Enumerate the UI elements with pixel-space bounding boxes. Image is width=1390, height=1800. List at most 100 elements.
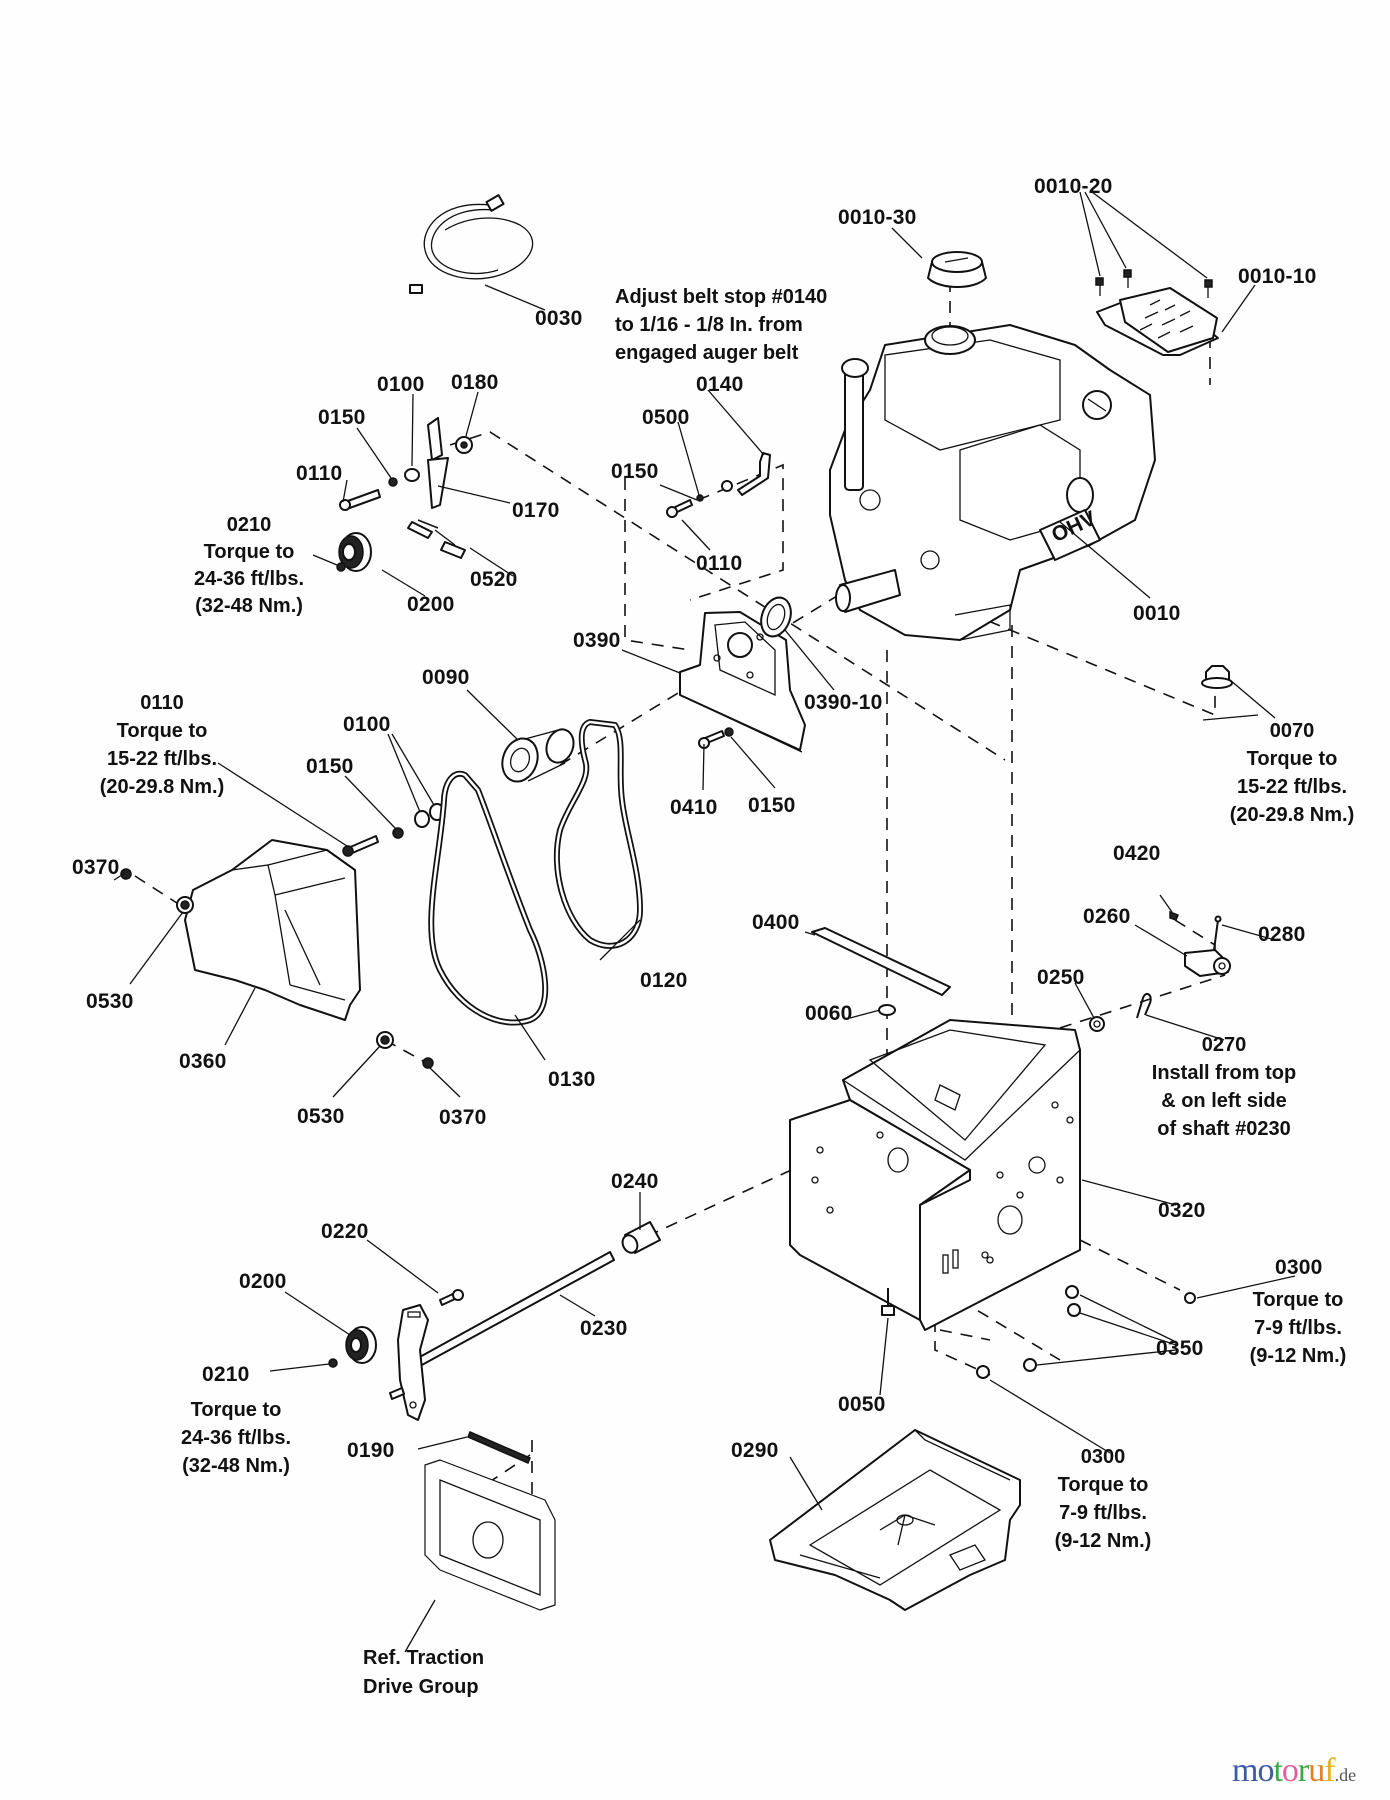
note-0070-torque: 0070 Torque to 15-22 ft/lbs. (20-29.8 Nm… — [1230, 720, 1355, 826]
part-0140-belt-stop[interactable] — [666, 452, 771, 518]
callout-0150: 0150 — [318, 406, 366, 429]
part-0280-pin[interactable] — [1213, 915, 1222, 951]
part-0260-collar[interactable] — [1184, 949, 1231, 977]
note-0210-torque-bottom: Torque to 24-36 ft/lbs. (32-48 Nm.) — [181, 1399, 291, 1477]
callout-0180: 0180 — [451, 371, 499, 394]
note-line: Install from top — [1152, 1062, 1296, 1084]
note-line: Torque to — [1253, 1289, 1344, 1311]
ref-traction-drive-plate — [424, 1459, 556, 1611]
idler-bracket-assembly-top[interactable] — [336, 417, 473, 572]
callout-0010: 0010 — [1133, 602, 1181, 625]
callout-0090: 0090 — [422, 666, 470, 689]
callout-0400: 0400 — [752, 911, 800, 934]
part-0130-belt[interactable] — [428, 770, 549, 1026]
note-line: 0300 — [1081, 1446, 1126, 1468]
callout-0290: 0290 — [731, 1439, 779, 1462]
note-line: to 1/16 - 1/8 In. from — [615, 314, 803, 336]
note-line: 7-9 ft/lbs. — [1254, 1317, 1342, 1339]
part-0360-belt-cover[interactable] — [184, 839, 361, 1021]
note-line: 0210 — [227, 514, 272, 536]
callout-0110: 0110 — [696, 552, 742, 575]
part-0050-bolt[interactable] — [881, 1288, 895, 1316]
note-line: 24-36 ft/lbs. — [181, 1427, 291, 1449]
note-line: (20-29.8 Nm.) — [1230, 804, 1355, 826]
idler-bracket-assembly-bottom[interactable] — [328, 1289, 531, 1464]
note-line: Torque to — [191, 1399, 282, 1421]
callout-0130: 0130 — [548, 1068, 596, 1091]
part-0400-strip[interactable] — [811, 927, 951, 996]
callout-0320: 0320 — [1158, 1199, 1206, 1222]
callout-0390-10: 0390-10 — [804, 691, 882, 714]
note-line: 0110 — [140, 692, 183, 714]
part-0240-spacer[interactable] — [620, 1221, 661, 1255]
callout-0100: 0100 — [377, 373, 425, 396]
part-0390-10-bearing[interactable] — [756, 593, 796, 640]
part-0230-shaft[interactable] — [417, 1251, 615, 1367]
note-line: (32-48 Nm.) — [182, 1455, 290, 1477]
note-line: 15-22 ft/lbs. — [107, 748, 217, 770]
logo-letter: o — [1281, 1752, 1299, 1789]
note-line: Ref. Traction — [363, 1647, 484, 1669]
callout-0280: 0280 — [1258, 923, 1306, 946]
callout-0210: 0210 — [202, 1363, 250, 1386]
part-0350-screws[interactable] — [1023, 1285, 1081, 1372]
logo-letter: t — [1273, 1752, 1283, 1789]
callout-0170: 0170 — [512, 499, 560, 522]
part-0370-0530-fasteners[interactable] — [120, 868, 434, 1069]
part-0390-belt-guard[interactable] — [679, 611, 806, 753]
note-line: Drive Group — [363, 1676, 479, 1698]
callout-0120: 0120 — [640, 969, 688, 992]
callout-0220: 0220 — [321, 1220, 369, 1243]
part-0010-10-guard-plate[interactable] — [1096, 287, 1219, 356]
callout-0500: 0500 — [642, 406, 690, 429]
note-line: Adjust belt stop #0140 — [615, 286, 827, 308]
part-0060-washer[interactable] — [878, 1004, 896, 1016]
part-0290-bottom-plate[interactable] — [769, 1429, 1021, 1611]
note-line: (20-29.8 Nm.) — [100, 776, 225, 798]
part-0270-hairpin[interactable] — [1136, 992, 1152, 1019]
note-line: (9-12 Nm.) — [1055, 1530, 1152, 1552]
part-0010-engine[interactable]: OHV — [829, 324, 1156, 641]
callout-0150: 0150 — [748, 794, 796, 817]
note-0300-torque-bottom: 0300 Torque to 7-9 ft/lbs. (9-12 Nm.) — [1055, 1446, 1152, 1552]
note-belt-stop-adjust: Adjust belt stop #0140 to 1/16 - 1/8 In.… — [615, 286, 827, 364]
part-0030-cable[interactable] — [409, 194, 534, 294]
part-0250-washer[interactable] — [1089, 1016, 1105, 1032]
logo-letter: u — [1308, 1752, 1325, 1789]
part-0090-pulley[interactable] — [497, 726, 579, 787]
callout-0140: 0140 — [696, 373, 744, 396]
part-0010-20-screws[interactable] — [1095, 269, 1213, 298]
callout-0060: 0060 — [805, 1002, 853, 1025]
note-line: 15-22 ft/lbs. — [1237, 776, 1347, 798]
callout-0110: 0110 — [296, 462, 342, 485]
note-line: 24-36 ft/lbs. — [194, 568, 304, 590]
part-0010-30-fuel-cap[interactable] — [927, 251, 987, 288]
part-0410-0150-hardware[interactable] — [698, 727, 734, 749]
callout-0410: 0410 — [670, 796, 718, 819]
part-0300-screws[interactable] — [976, 1292, 1196, 1379]
callout-0350: 0350 — [1156, 1337, 1204, 1360]
callout-0010-30: 0010-30 — [838, 206, 916, 229]
callout-0250: 0250 — [1037, 966, 1085, 989]
note-0210-torque-top: 0210 Torque to 24-36 ft/lbs. (32-48 Nm.) — [194, 514, 304, 617]
part-0110-bolt-washers[interactable] — [342, 803, 445, 857]
callout-0530: 0530 — [86, 990, 134, 1013]
callout-0370: 0370 — [439, 1106, 487, 1129]
callout-0360: 0360 — [179, 1050, 227, 1073]
leader-lines — [113, 191, 1296, 1653]
part-0420-grease-fitting[interactable] — [1169, 910, 1179, 921]
callout-0390: 0390 — [573, 629, 621, 652]
note-line: & on left side — [1161, 1090, 1287, 1112]
callout-0150: 0150 — [611, 460, 659, 483]
motoruf-watermark-logo[interactable]: motoruf.de — [1232, 1752, 1356, 1790]
part-0070-nut[interactable] — [1201, 665, 1233, 689]
part-0320-frame[interactable] — [789, 1019, 1081, 1331]
note-line: 0070 — [1270, 720, 1315, 742]
logo-tld: .de — [1334, 1765, 1357, 1785]
callout-0230: 0230 — [580, 1317, 628, 1340]
callout-0100: 0100 — [343, 713, 391, 736]
callout-0190: 0190 — [347, 1439, 395, 1462]
note-line: Torque to — [117, 720, 208, 742]
note-ref-traction-drive: Ref. Traction Drive Group — [363, 1647, 484, 1698]
part-0120-belt[interactable] — [553, 719, 643, 949]
